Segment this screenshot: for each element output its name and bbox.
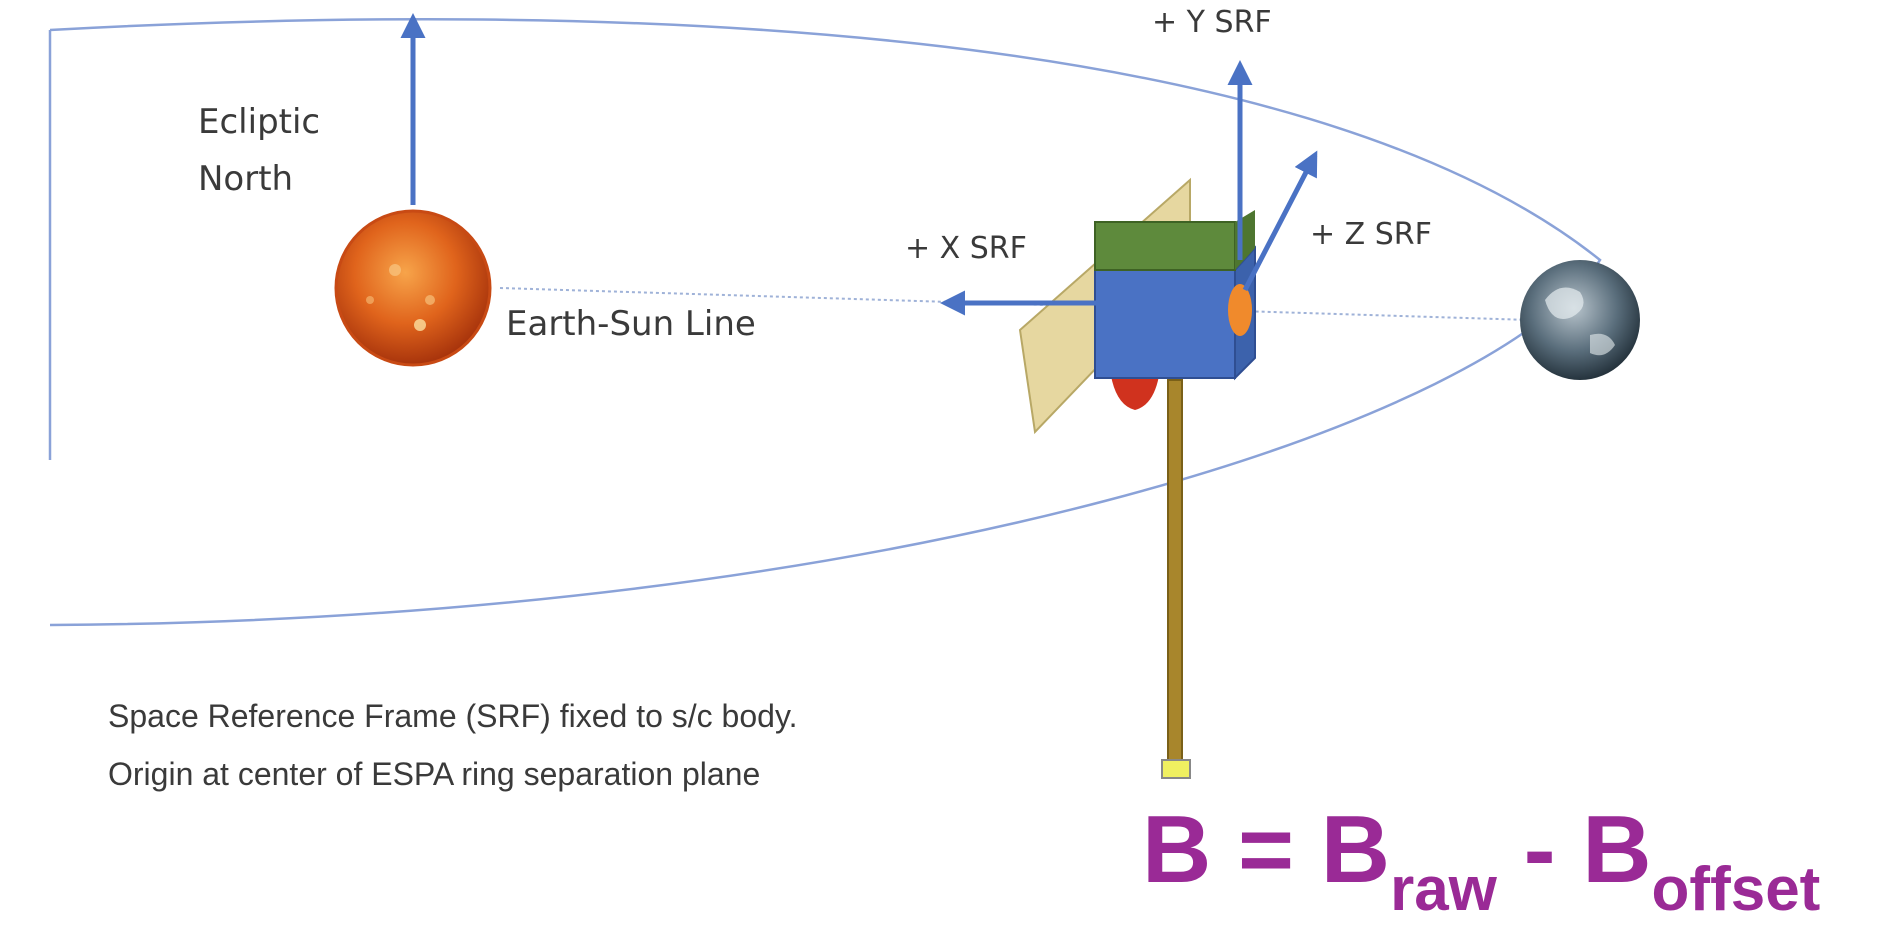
- offset-equation: B = Braw - Boffset: [1142, 796, 1820, 924]
- y-axis-label: + Y SRF: [1152, 5, 1272, 40]
- sun-icon: [334, 209, 492, 367]
- spacecraft-icon: [1018, 177, 1256, 779]
- equation-sub-raw: raw: [1390, 855, 1498, 924]
- z-axis-arrow: [1242, 150, 1318, 292]
- equation-sub-offset: offset: [1652, 855, 1821, 924]
- spacecraft-top: [1094, 221, 1236, 271]
- ecliptic-north-label-line1: Ecliptic: [198, 102, 320, 142]
- equation-minus: - B: [1497, 796, 1652, 903]
- magnetometer-sensor: [1161, 759, 1191, 779]
- earth-sun-line-label: Earth-Sun Line: [506, 304, 756, 344]
- earth-icon: [1520, 260, 1640, 380]
- z-axis-label: + Z SRF: [1310, 217, 1432, 252]
- x-axis-label: + X SRF: [905, 231, 1027, 266]
- magnetometer-boom: [1167, 379, 1183, 766]
- ecliptic-north-label-line2: North: [198, 159, 293, 199]
- caption-line2: Origin at center of ESPA ring separation…: [108, 756, 760, 792]
- equation-lhs: B = B: [1142, 796, 1390, 903]
- orbit-path: [49, 18, 1602, 627]
- caption-line1: Space Reference Frame (SRF) fixed to s/c…: [108, 698, 797, 734]
- spacecraft-body: [1094, 269, 1236, 379]
- earth-sun-line: [499, 287, 1531, 321]
